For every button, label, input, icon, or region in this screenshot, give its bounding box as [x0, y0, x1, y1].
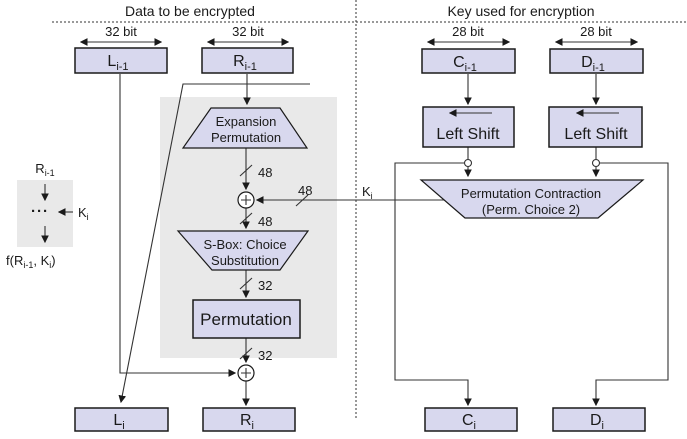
perm-contraction-label-line2: (Perm. Choice 2) — [482, 202, 580, 217]
bits-xor-out: 48 — [258, 214, 272, 229]
permutation-label: Permutation — [200, 310, 292, 329]
slash-xor-out — [239, 212, 253, 225]
mini-k-label: Ki — [78, 205, 89, 222]
mini-dots: ··· — [31, 203, 49, 220]
mini-f-label: f(Ri-1, Ki) — [6, 253, 56, 270]
bits-key-in: 48 — [298, 183, 312, 198]
register-c-prev — [421, 48, 516, 74]
junction-dot-c — [463, 158, 473, 168]
xor-2 — [237, 364, 255, 382]
slash-perm-out — [239, 347, 253, 360]
slash-key-in — [295, 194, 309, 207]
register-l-next — [74, 407, 169, 432]
register-r-prev — [201, 47, 294, 74]
sbox-block — [176, 230, 310, 271]
line-loop-to-cnext — [394, 162, 472, 407]
register-d-prev — [549, 48, 644, 74]
left-shift-2-label: Left Shift — [564, 126, 628, 143]
key-i-label: Ki — [362, 184, 373, 201]
line-rprev-to-lnext-crossover — [118, 83, 310, 404]
register-l-next-label: Li — [113, 412, 124, 432]
bits-expansion-out: 48 — [258, 165, 272, 180]
width-label-d: 28 bit — [580, 24, 612, 39]
section-title-data: Data to be encrypted — [125, 3, 255, 19]
perm-contraction-label-line1: Permutation Contraction — [461, 186, 601, 201]
permutation-block — [192, 299, 301, 339]
register-r-next — [202, 407, 296, 432]
left-shift-2-block — [548, 106, 643, 148]
width-label-l: 32 bit — [105, 24, 137, 39]
left-shift-1-label: Left Shift — [436, 126, 500, 143]
bits-sbox-out: 32 — [258, 278, 272, 293]
expansion-permutation-block — [181, 107, 309, 149]
register-d-prev-label: Di-1 — [581, 54, 605, 74]
register-l-prev-label: Li-1 — [107, 53, 128, 73]
slash-sbox-out — [239, 277, 253, 290]
bits-perm-out: 32 — [258, 348, 272, 363]
mini-r-prev-label: Ri-1 — [35, 161, 54, 178]
register-c-prev-label: Ci-1 — [453, 54, 477, 74]
sbox-label-line1: S-Box: Choice — [203, 237, 286, 252]
line-loop-to-dnext — [592, 162, 669, 407]
xor-1 — [237, 191, 255, 209]
permutation-contraction-block — [419, 179, 645, 219]
width-label-r: 32 bit — [232, 24, 264, 39]
register-d-next — [552, 407, 646, 432]
width-label-c: 28 bit — [452, 24, 484, 39]
register-r-next-label: Ri — [240, 412, 254, 432]
junction-dot-d — [591, 158, 601, 168]
register-l-prev — [74, 47, 168, 74]
slash-expansion-out — [239, 164, 253, 177]
register-d-next-label: Di — [590, 412, 604, 432]
expansion-label-line1: Expansion — [216, 114, 277, 129]
register-r-prev-label: Ri-1 — [233, 53, 257, 73]
register-c-next-label: Ci — [462, 412, 476, 432]
sbox-label-line2: Substitution — [211, 253, 279, 268]
expansion-label-line2: Permutation — [211, 130, 281, 145]
left-shift-1-block — [422, 106, 515, 148]
register-c-next — [424, 407, 518, 432]
section-title-key: Key used for encryption — [447, 3, 594, 19]
line-lprev-to-xor2 — [119, 74, 237, 377]
